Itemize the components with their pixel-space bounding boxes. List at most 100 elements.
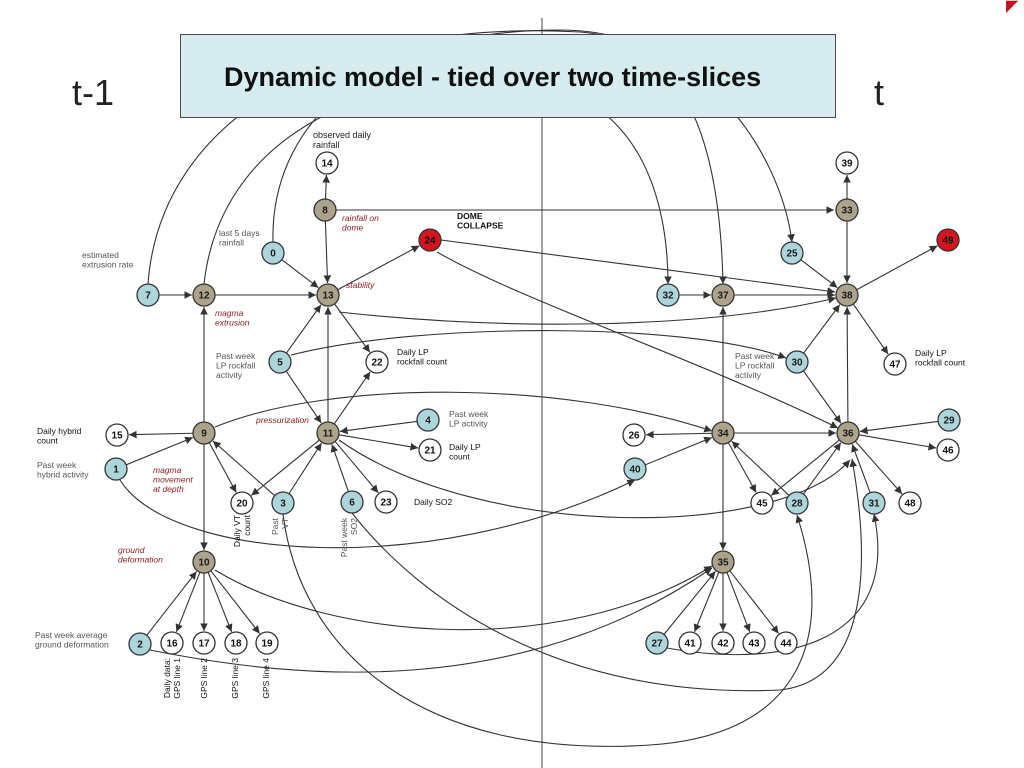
node-9-label: 9 xyxy=(201,429,207,440)
time-slice-current-label: t xyxy=(874,72,885,113)
edge-27-35 xyxy=(663,570,716,635)
edge-36-48 xyxy=(854,440,903,495)
node-44: 44 xyxy=(774,631,798,655)
edge-3-9 xyxy=(212,440,276,497)
edge-29-36 xyxy=(859,420,939,435)
node-14: 14 xyxy=(315,151,339,175)
node-16: 16 xyxy=(160,631,184,655)
node-15: 15 xyxy=(105,423,129,447)
node-42: 42 xyxy=(711,631,735,655)
edge-31-36 xyxy=(851,444,871,493)
node-34-circle xyxy=(711,421,735,445)
node-39-label: 39 xyxy=(841,159,853,170)
node-43-circle xyxy=(742,631,766,655)
node-30-label: 30 xyxy=(791,358,803,369)
node-2-label: 2 xyxy=(137,640,143,651)
edge-13-24 xyxy=(337,245,420,291)
node-13-label: 13 xyxy=(322,291,334,302)
node-49-circle xyxy=(936,228,960,252)
node-44-circle xyxy=(774,631,798,655)
node-26-circle xyxy=(622,423,646,447)
title-box xyxy=(180,34,836,118)
node-37-circle xyxy=(711,283,735,307)
node-46: 46 xyxy=(936,438,960,462)
edge-35-43 xyxy=(726,572,751,632)
node-25-circle xyxy=(780,241,804,265)
label-past-week-so2: Past weekSO2 xyxy=(339,517,359,557)
label-daily-so2: Daily SO2 xyxy=(414,497,453,507)
node-1-circle xyxy=(104,457,128,481)
curve-2-35 xyxy=(149,567,713,673)
node-49: 49 xyxy=(936,228,960,252)
label-pressurization: pressurization xyxy=(255,415,309,425)
node-4-label: 4 xyxy=(425,416,431,427)
node-36-label: 36 xyxy=(842,429,854,440)
node-48-circle xyxy=(898,491,922,515)
node-21-label: 21 xyxy=(424,446,436,457)
edge-28-34 xyxy=(731,440,790,496)
node-11-label: 11 xyxy=(323,429,334,440)
node-20-circle xyxy=(230,491,254,515)
node-12-circle xyxy=(192,283,216,307)
edge-38-47 xyxy=(852,303,889,355)
node-42-circle xyxy=(711,631,735,655)
node-6-circle xyxy=(340,490,364,514)
node-12-label: 12 xyxy=(198,291,210,302)
node-23-label: 23 xyxy=(380,498,392,509)
node-8: 8 xyxy=(313,198,337,222)
node-15-label: 15 xyxy=(111,431,123,442)
node-35-circle xyxy=(711,550,735,574)
curve-13-38 xyxy=(338,296,837,325)
node-47-circle xyxy=(883,352,907,376)
node-15-circle xyxy=(105,423,129,447)
edge-35-41 xyxy=(693,571,720,633)
curve-1-40 xyxy=(119,479,636,549)
edge-35-44 xyxy=(729,570,780,634)
node-3: 3 xyxy=(271,491,295,515)
node-25-label: 25 xyxy=(786,249,798,260)
node-31: 31 xyxy=(862,491,886,515)
node-28: 28 xyxy=(785,491,809,515)
edge-11-21 xyxy=(338,434,419,451)
node-27: 27 xyxy=(645,631,669,655)
node-19-circle xyxy=(255,631,279,655)
node-10-circle xyxy=(192,550,216,574)
edge-11-23 xyxy=(334,441,379,494)
node-42-label: 42 xyxy=(717,639,729,650)
node-29: 29 xyxy=(937,408,961,432)
node-37-label: 37 xyxy=(717,291,729,302)
node-26-label: 26 xyxy=(628,431,640,442)
node-46-label: 46 xyxy=(942,446,954,457)
edge-8-14 xyxy=(322,174,331,200)
node-32-circle xyxy=(656,283,680,307)
node-21-circle xyxy=(418,438,442,462)
node-33-label: 33 xyxy=(841,206,853,217)
node-12: 12 xyxy=(192,283,216,307)
edge-1-9 xyxy=(125,436,194,466)
curve-6-36 xyxy=(351,458,862,692)
node-31-circle xyxy=(862,491,886,515)
edge-10-19 xyxy=(210,570,261,634)
node-13-circle xyxy=(316,283,340,307)
node-0-circle xyxy=(261,241,285,265)
node-43-label: 43 xyxy=(748,639,760,650)
edge-11-22 xyxy=(333,371,371,425)
label-past-vt: PastVT xyxy=(270,517,290,535)
node-35: 35 xyxy=(711,550,735,574)
node-34: 34 xyxy=(711,421,735,445)
node-17-label: 17 xyxy=(198,639,210,650)
node-24: 24 xyxy=(418,228,442,252)
node-41: 41 xyxy=(678,631,702,655)
node-17: 17 xyxy=(192,631,216,655)
node-8-circle xyxy=(313,198,337,222)
node-35-label: 35 xyxy=(717,558,729,569)
node-6-label: 6 xyxy=(349,498,355,509)
edge-8-13 xyxy=(323,220,332,284)
node-5-circle xyxy=(268,350,292,374)
